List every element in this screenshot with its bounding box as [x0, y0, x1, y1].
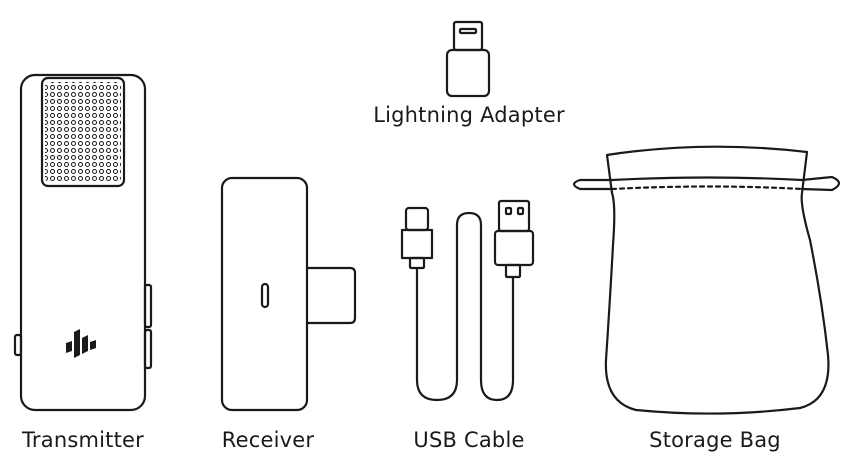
brand-logo-icon: [66, 329, 96, 358]
receiver-label: Receiver: [221, 428, 315, 452]
transmitter-label: Transmitter: [21, 428, 145, 452]
usb-cable-illustration: [400, 199, 535, 402]
storage-bag-illustration: [572, 145, 841, 415]
storage-bag-label: Storage Bag: [649, 428, 781, 452]
lightning-adapter-illustration: [445, 20, 491, 98]
lightning-adapter-label: Lightning Adapter: [373, 103, 565, 127]
receiver-illustration: [220, 176, 357, 412]
transmitter-illustration: [13, 73, 153, 412]
usb-cable-label: USB Cable: [413, 428, 525, 452]
